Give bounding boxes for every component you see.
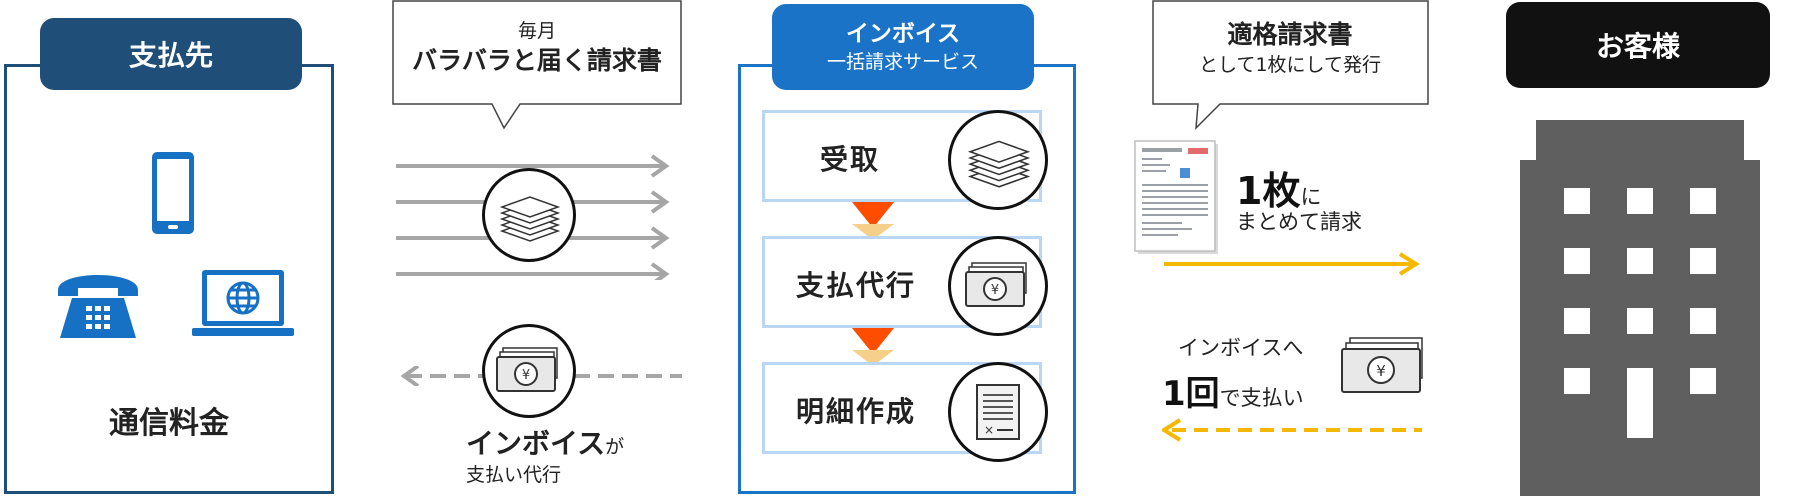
bubble-right-line1: 適格請求書: [1227, 20, 1353, 49]
invoice-stack-icon: [482, 168, 576, 262]
one-sheet-caption: 1枚に: [1236, 160, 1321, 215]
building-icon: [1520, 120, 1760, 496]
step-receive-label: 受取: [820, 143, 881, 176]
yen-banknote-icon-2: ¥: [948, 236, 1048, 336]
smartphone-icon: [152, 152, 194, 234]
svg-text:¥: ¥: [991, 283, 999, 298]
step-arrow-2: [852, 328, 894, 366]
payment-arrow-left: [400, 366, 682, 386]
bubble-left-line2: バラバラと届く請求書: [412, 46, 662, 75]
customer-title: お客様: [1506, 2, 1770, 88]
one-sheet-line2: まとめて請求: [1236, 210, 1362, 234]
yen-banknote-icon: ¥: [482, 324, 576, 418]
document-icon: ×: [948, 362, 1048, 462]
svg-text:¥: ¥: [522, 368, 530, 383]
payee-title: 支払先: [40, 18, 302, 90]
invoice-arrow-right: [1164, 252, 1420, 276]
bubble-right-text: 適格請求書 として1枚にして発行: [1152, 18, 1428, 78]
left-flow-caption: インボイスが: [466, 422, 624, 462]
left-flow-brand: インボイス: [466, 427, 606, 460]
step-statement-label: 明細作成: [796, 395, 917, 428]
laptop-globe-icon: [192, 270, 294, 336]
one-sheet-suffix: に: [1300, 185, 1322, 209]
step-payment-label: 支払代行: [796, 269, 917, 302]
payee-label: 通信料金: [109, 406, 229, 441]
left-flow-suffix: が: [605, 436, 625, 458]
telephone-icon: [58, 275, 138, 338]
one-sheet-big: 1枚: [1236, 169, 1301, 213]
bubble-left-line1: 毎月: [517, 20, 556, 42]
bubble-right-shape: [1152, 0, 1429, 130]
consolidated-invoice-image: [1134, 140, 1218, 254]
pay-line1: インボイスへ: [1178, 336, 1304, 360]
service-title-line1: インボイス: [845, 21, 961, 47]
bubble-left-text: 毎月 バラバラと届く請求書: [392, 18, 682, 78]
pay-big: 1回: [1162, 374, 1220, 414]
service-title: インボイス 一括請求サービス: [772, 4, 1034, 90]
invoice-stack-icon-2: [948, 110, 1048, 210]
pay-suffix: で支払い: [1219, 386, 1304, 410]
bubble-left-shape: [392, 0, 682, 130]
pay-caption: 1回で支払い: [1162, 366, 1304, 415]
step-arrow-1: [852, 202, 894, 240]
bubble-right-line2: として1枚にして発行: [1199, 54, 1381, 76]
yen-banknote-icon-3: ¥: [1341, 337, 1423, 393]
svg-text:¥: ¥: [1376, 362, 1386, 380]
service-title-line2: 一括請求サービス: [826, 51, 979, 73]
payment-arrow-left-yellow: [1162, 418, 1422, 442]
svg-text:×: ×: [984, 423, 994, 437]
left-flow-line2: 支払い代行: [466, 464, 562, 486]
